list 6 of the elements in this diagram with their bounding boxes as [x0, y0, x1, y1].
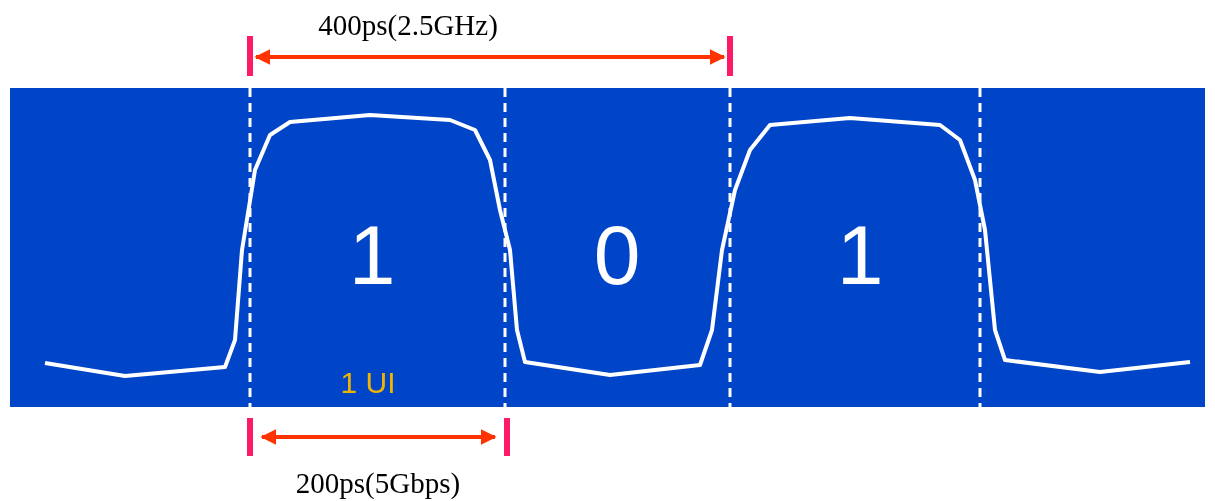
unit-interval-label: 1 UI: [340, 368, 396, 398]
dimension-label: 400ps(2.5GHz): [318, 10, 498, 40]
bit-value: 1: [348, 213, 396, 297]
bit-value: 1: [836, 213, 884, 297]
dimension-label: 200ps(5Gbps): [295, 468, 461, 498]
bit-value: 0: [593, 213, 641, 297]
